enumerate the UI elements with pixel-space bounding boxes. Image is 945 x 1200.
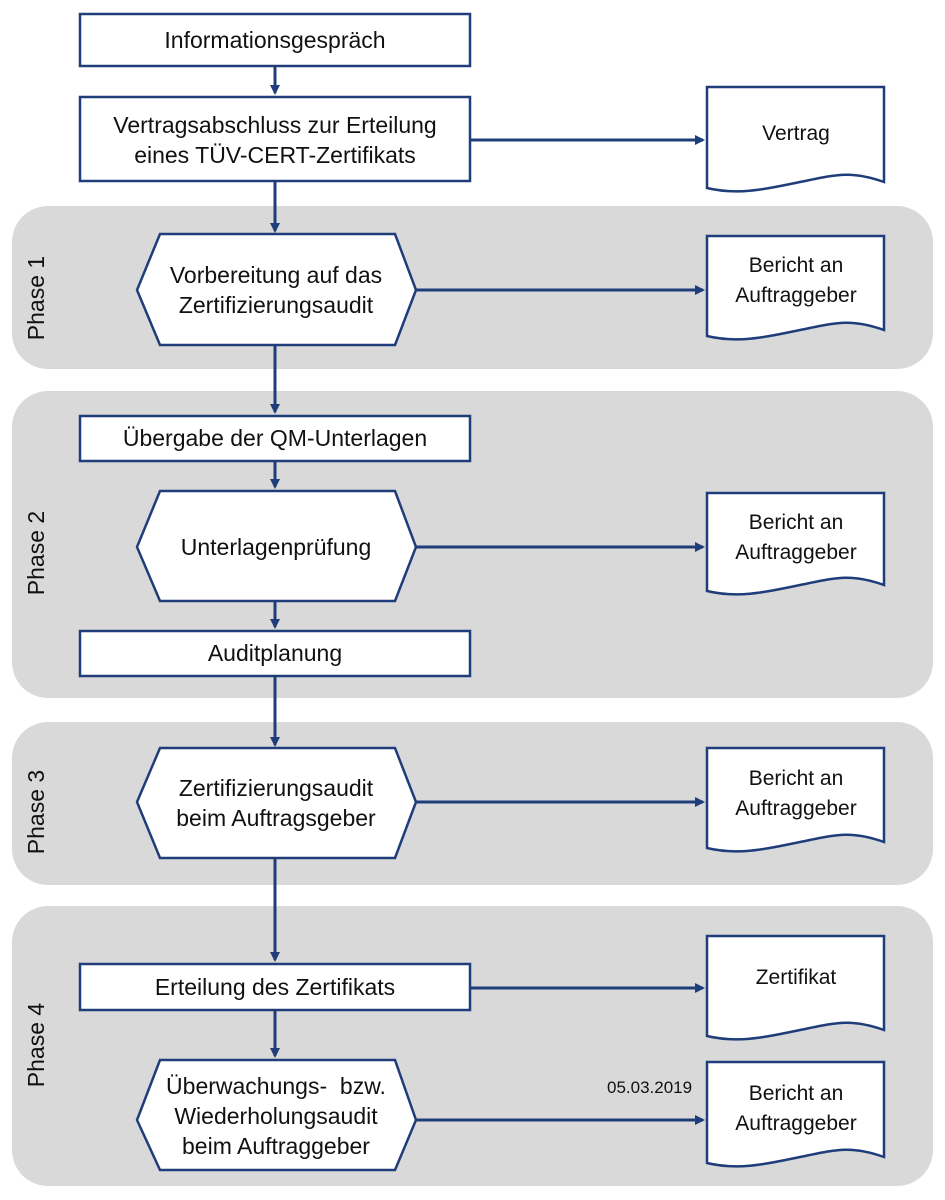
step-unterlagenpruefung-label: Unterlagenprüfung [181, 534, 372, 560]
doc-bericht-phase4-line1: Bericht an [749, 1082, 844, 1105]
doc-bericht-phase3-shape [705, 746, 886, 853]
doc-bericht-phase1-shape [705, 234, 886, 341]
date-stamp: 05.03.2019 [607, 1078, 692, 1097]
phase-2-label: Phase 2 [23, 511, 49, 595]
step-vertragsabschluss-line2: eines TÜV-CERT-Zertifikats [134, 142, 416, 168]
step-informationsgespraech-box [78, 12, 472, 68]
step-ueberwachung-line3: beim Auftraggeber [182, 1133, 370, 1159]
doc-bericht-phase2-line1: Bericht an [749, 511, 844, 534]
doc-bericht-phase2-shape [705, 491, 886, 596]
step-ueberwachung-line2: Wiederholungsaudit [174, 1103, 378, 1129]
step-auditplanung-label: Auditplanung [208, 640, 342, 666]
step-vertragsabschluss-line1: Vertragsabschluss zur Erteilung [113, 112, 436, 138]
step-zertifizierungsaudit-hexagon [135, 746, 418, 860]
step-vorbereitung-line2: Zertifizierungsaudit [179, 292, 374, 318]
step-vertragsabschluss-box [78, 95, 472, 183]
doc-vertrag-shape [705, 85, 886, 193]
phase-1-label: Phase 1 [23, 256, 49, 340]
phase-4-label: Phase 4 [23, 1003, 49, 1088]
doc-bericht-phase4-shape [705, 1060, 886, 1168]
step-erteilung-box [78, 962, 472, 1012]
doc-vertrag-label: Vertrag [762, 122, 830, 145]
doc-bericht-phase3-line2: Auftraggeber [735, 797, 856, 820]
phase-2-band [12, 391, 933, 698]
doc-zertifikat-label: Zertifikat [756, 966, 837, 989]
doc-zertifikat-shape [705, 934, 886, 1041]
doc-bericht-phase4-line2: Auftraggeber [735, 1112, 856, 1135]
step-vorbereitung-line1: Vorbereitung auf das [170, 262, 382, 288]
step-ueberwachung-hexagon [135, 1058, 418, 1172]
step-zertifizierungsaudit-line1: Zertifizierungsaudit [179, 775, 374, 801]
step-uebergabe-box [78, 414, 472, 463]
step-ueberwachung-line1: Überwachungs- bzw. [166, 1073, 386, 1099]
step-erteilung-label: Erteilung des Zertifikats [155, 974, 395, 1000]
doc-bericht-phase2-line2: Auftraggeber [735, 541, 856, 564]
step-uebergabe-label: Übergabe der QM-Unterlagen [123, 425, 427, 451]
doc-bericht-phase1-line1: Bericht an [749, 254, 844, 277]
step-auditplanung-box [78, 629, 472, 678]
step-vorbereitung-hexagon [135, 232, 418, 347]
doc-bericht-phase3-line1: Bericht an [749, 767, 844, 790]
step-zertifizierungsaudit-line2: beim Auftragsgeber [176, 805, 376, 831]
step-unterlagenpruefung-hexagon [135, 489, 418, 603]
step-informationsgespraech-label: Informationsgespräch [164, 27, 385, 53]
phase-3-label: Phase 3 [23, 770, 49, 854]
doc-bericht-phase1-line2: Auftraggeber [735, 284, 856, 307]
